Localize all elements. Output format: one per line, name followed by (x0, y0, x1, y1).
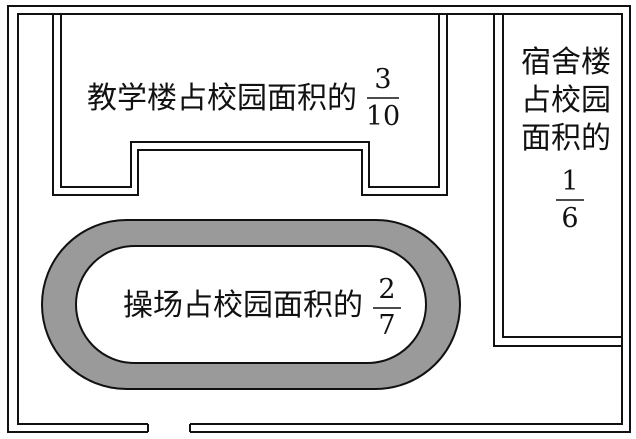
dormitory-outer (493, 14, 622, 347)
playground-denominator: 7 (378, 310, 395, 341)
playground-text: 操场占校园面积的 (123, 288, 363, 323)
campus-wall (7, 5, 631, 433)
dormitory-label: 宿舍楼 占校园 面积的 1 6 (521, 45, 611, 234)
playground-label: 操场占校园面积的 2 7 (123, 274, 401, 341)
teaching-building-denominator: 10 (366, 101, 400, 132)
playground (41, 219, 461, 390)
dormitory-building (493, 14, 622, 347)
teaching-building-text: 教学楼占校园面积的 (87, 81, 357, 116)
teaching-building-label: 教学楼占校园面积的 3 10 (87, 64, 400, 132)
dormitory-line-1: 宿舍楼 (521, 45, 611, 80)
teaching-building (52, 14, 448, 196)
teaching-building-outer (52, 14, 448, 196)
playground-numerator: 2 (378, 274, 395, 305)
campus-wall-outer (7, 5, 631, 433)
campus-wall-inner (17, 13, 623, 425)
dormitory-line-2: 占校园 (521, 83, 611, 118)
dormitory-denominator: 6 (561, 203, 578, 234)
dormitory-inner (502, 14, 622, 338)
dormitory-line-3: 面积的 (521, 121, 611, 156)
playground-field (75, 245, 427, 364)
teaching-building-inner (60, 14, 440, 188)
teaching-building-numerator: 3 (374, 64, 391, 95)
dormitory-numerator: 1 (561, 166, 578, 197)
